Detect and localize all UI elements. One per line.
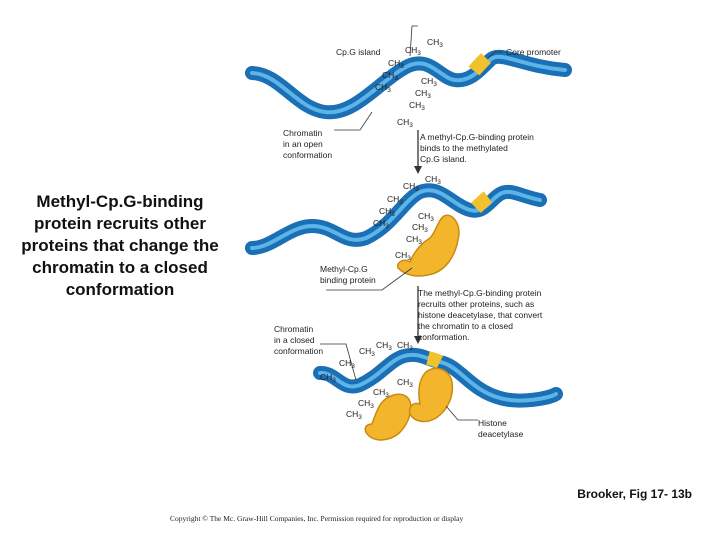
methyl-label: CH3 (406, 234, 422, 246)
methyl-label: CH3 (409, 100, 425, 112)
methyl-label: CH3 (412, 222, 428, 234)
cpg-island-label: Cp.G island (336, 47, 380, 58)
methyl-label: CH3 (397, 377, 413, 389)
methyl-label: CH3 (427, 37, 443, 49)
methyl-label: CH3 (395, 250, 411, 262)
methyl-label: CH3 (403, 181, 419, 193)
histone-deacetylase-label: Histone deacetylase (478, 418, 523, 440)
methyl-label: CH3 (382, 70, 398, 82)
methyl-label: CH3 (425, 174, 441, 186)
methyl-label: CH3 (379, 206, 395, 218)
methyl-label: CH3 (421, 76, 437, 88)
chromatin-open-label: Chromatin in an open conformation (283, 128, 332, 161)
methyl-label: CH3 (387, 194, 403, 206)
methyl-label: CH3 (373, 387, 389, 399)
figure-citation: Brooker, Fig 17- 13b (577, 487, 692, 501)
histone-deacetylase-protein (410, 368, 453, 421)
methyl-label: CH3 (388, 58, 404, 70)
methyl-label: CH3 (397, 340, 413, 352)
chromatin-closed-label: Chromatin in a closed conformation (274, 324, 323, 357)
methyl-label: CH3 (375, 82, 391, 94)
methyl-label: CH3 (320, 372, 336, 384)
methyl-label: CH3 (359, 346, 375, 358)
methyl-label: CH3 (376, 340, 392, 352)
step-1-description: A methyl-Cp.G-binding protein binds to t… (420, 132, 534, 165)
methyl-label: CH3 (397, 117, 413, 129)
methyl-label: CH3 (373, 218, 389, 230)
copyright-notice: Copyright © The Mc. Graw-Hill Companies,… (170, 514, 463, 523)
methyl-label: CH3 (339, 358, 355, 370)
methyl-label: CH3 (405, 45, 421, 57)
methyl-label: CH3 (415, 88, 431, 100)
methyl-cpg-binding-protein-label: Methyl-Cp.G binding protein (320, 264, 376, 286)
core-promoter-label: Core promoter (506, 47, 561, 58)
methyl-label: CH3 (346, 409, 362, 421)
core-promoter-segment-2 (476, 197, 488, 208)
core-promoter-segment-3 (428, 358, 440, 362)
step-2-description: The methyl-Cp.G-binding protein recruits… (418, 288, 542, 343)
core-promoter-segment-1 (474, 58, 486, 71)
